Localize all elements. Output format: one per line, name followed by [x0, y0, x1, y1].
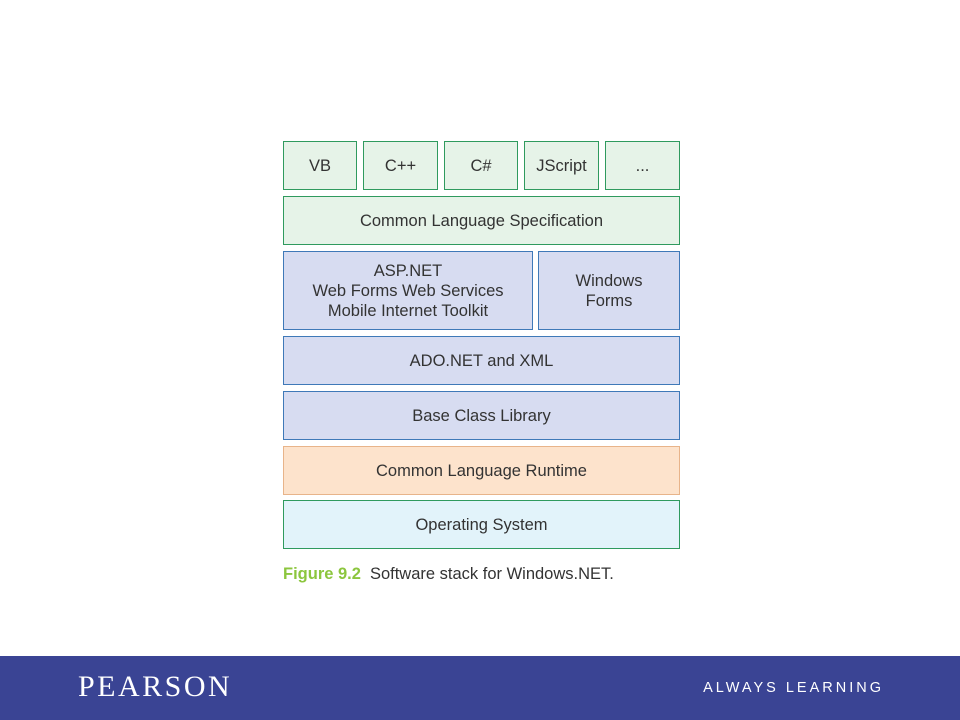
layer-base-class-library-label: Base Class Library: [412, 406, 551, 425]
layer-aspnet-line3: Mobile Internet Toolkit: [327, 301, 489, 320]
layer-cls: Common Language Specification: [283, 196, 680, 245]
layer-cpp: C++: [363, 141, 438, 190]
footer-tagline: ALWAYS LEARNING: [703, 680, 884, 696]
layer-windows-forms-line1: Windows: [575, 271, 643, 290]
layer-other-languages: ...: [605, 141, 680, 190]
layer-clr: Common Language Runtime: [283, 446, 680, 495]
layer-csharp-label: C#: [470, 156, 492, 175]
layer-jscript: JScript: [524, 141, 599, 190]
pearson-logo: PEARSON: [78, 670, 233, 703]
figure-caption-text: Software stack for Windows.NET.: [369, 565, 614, 583]
footer-bar: PEARSON ALWAYS LEARNING: [0, 656, 960, 720]
layer-operating-system-label: Operating System: [415, 515, 548, 534]
layer-adonet-label: ADO.NET and XML: [409, 351, 554, 370]
layer-vb-label: VB: [308, 156, 331, 175]
layer-cpp-label: C++: [384, 156, 417, 175]
layer-other-languages-label: ...: [635, 156, 650, 175]
layer-aspnet: ASP.NET Web Forms Web Services Mobile In…: [283, 251, 533, 330]
layer-aspnet-line1: ASP.NET: [373, 261, 443, 280]
layer-windows-forms-line2: Forms: [585, 291, 633, 310]
layer-clr-label: Common Language Runtime: [376, 461, 587, 480]
layer-aspnet-line2: Web Forms Web Services: [312, 281, 504, 300]
layer-cls-label: Common Language Specification: [359, 211, 604, 230]
layer-adonet: ADO.NET and XML: [283, 336, 680, 385]
layer-windows-forms: Windows Forms: [538, 251, 680, 330]
layer-operating-system: Operating System: [283, 500, 680, 549]
layer-vb: VB: [283, 141, 357, 190]
layer-jscript-label: JScript: [536, 156, 587, 175]
layer-base-class-library: Base Class Library: [283, 391, 680, 440]
layer-csharp: C#: [444, 141, 518, 190]
figure-caption: Figure 9.2 Software stack for Windows.NET…: [283, 565, 614, 585]
figure-number: Figure 9.2: [283, 565, 361, 583]
